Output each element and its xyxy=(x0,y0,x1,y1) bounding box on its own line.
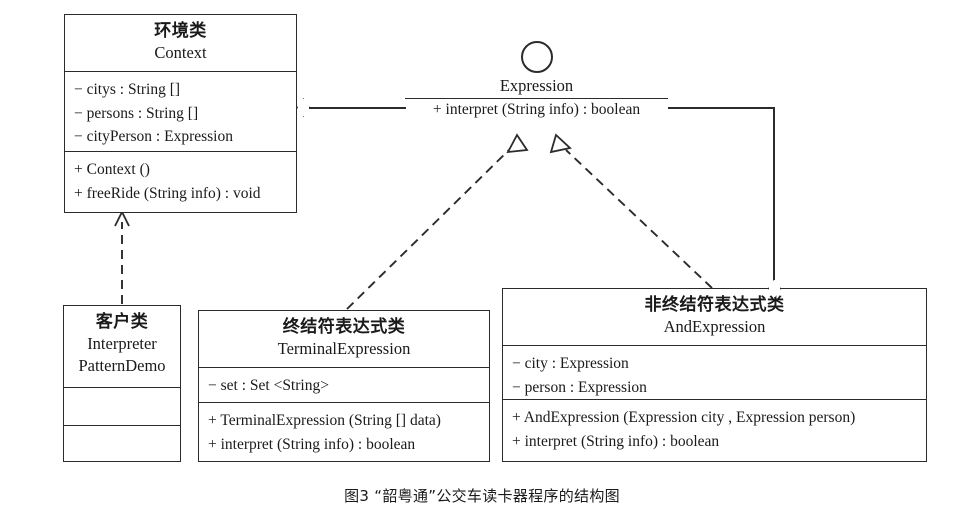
attribute-row: − persons : String [] xyxy=(74,104,199,122)
class-box-and-expression[interactable]: 非终结符表达式类 AndExpression − city : Expressi… xyxy=(502,288,927,462)
class-attributes-terminal-expression: − set : Set <String> xyxy=(199,367,489,402)
realization-dashed-line-and-expression xyxy=(565,149,713,289)
aggregation-line-context-expression xyxy=(309,107,406,109)
class-attributes-context: − citys : String [] − persons : String [… xyxy=(65,71,296,151)
figure-caption: 图3 “韶粤通”公交车读卡器程序的结构图 xyxy=(0,485,964,506)
attribute-row: − person : Expression xyxy=(512,378,647,396)
class-operations-context: + Context () + freeRide (String info) : … xyxy=(65,151,296,214)
interface-divider xyxy=(405,98,668,100)
class-attributes-and-expression: − city : Expression − person : Expressio… xyxy=(503,345,926,399)
operation-row: + interpret (String info) : boolean xyxy=(208,435,416,453)
aggregation-line-vertical-and-expression xyxy=(773,107,775,282)
class-box-interpreter-pattern-demo[interactable]: 客户类 Interpreter PatternDemo xyxy=(63,305,181,462)
class-name-cn-and-expression: 非终结符表达式类 xyxy=(644,295,785,315)
class-header-and-expression: 非终结符表达式类 AndExpression xyxy=(503,289,926,345)
realization-triangle-and-expression xyxy=(549,133,572,154)
attribute-row: − cityPerson : Expression xyxy=(74,128,233,146)
figure-caption-text: 图3 “韶粤通”公交车读卡器程序的结构图 xyxy=(344,487,620,505)
interface-operation-interpret: + interpret (String info) : boolean xyxy=(432,101,641,119)
attribute-row: − city : Expression xyxy=(512,355,629,372)
attribute-row: − citys : String [] xyxy=(74,81,181,98)
attribute-row: − set : Set <String> xyxy=(208,377,329,394)
aggregation-diamond-and-expression xyxy=(768,279,781,298)
class-header-context: 环境类 Context xyxy=(65,15,296,71)
class-name-cn-terminal-expression: 终结符表达式类 xyxy=(282,317,406,337)
operation-row: + Context () xyxy=(74,161,150,178)
class-header-interpreter-pattern-demo: 客户类 Interpreter PatternDemo xyxy=(64,306,180,387)
operation-row: + TerminalExpression (String [] data) xyxy=(208,412,441,429)
class-box-terminal-expression[interactable]: 终结符表达式类 TerminalExpression − set : Set <… xyxy=(198,310,490,462)
class-name-cn-interpreter-pattern-demo: 客户类 xyxy=(95,312,149,332)
interface-expression[interactable]: Expression + interpret (String info) : b… xyxy=(405,41,668,121)
interface-circle-icon xyxy=(520,41,553,73)
class-name-en-terminal-expression: TerminalExpression xyxy=(277,339,411,359)
class-box-context[interactable]: 环境类 Context − citys : String [] − person… xyxy=(64,14,297,213)
class-attributes-interpreter-pattern-demo xyxy=(64,387,180,425)
class-name-en-line1-interpreter-pattern-demo: Interpreter xyxy=(87,334,157,354)
class-name-en-context: Context xyxy=(154,43,207,63)
aggregation-diamond-context xyxy=(297,98,310,117)
class-name-en-line2-interpreter-pattern-demo: PatternDemo xyxy=(78,355,166,375)
class-operations-interpreter-pattern-demo xyxy=(64,425,180,463)
realization-dashed-line-terminal xyxy=(346,146,513,310)
class-name-cn-context: 环境类 xyxy=(154,21,207,41)
class-name-en-and-expression: AndExpression xyxy=(663,317,766,337)
realization-triangle-terminal xyxy=(506,133,529,154)
class-operations-and-expression: + AndExpression (Expression city , Expre… xyxy=(503,399,926,461)
interface-name-expression: Expression xyxy=(499,76,574,95)
aggregation-line-expression-right xyxy=(668,107,775,109)
class-header-terminal-expression: 终结符表达式类 TerminalExpression xyxy=(199,311,489,367)
operation-row: + AndExpression (Expression city , Expre… xyxy=(512,409,856,426)
operation-row: + interpret (String info) : boolean xyxy=(512,432,720,450)
operation-row: + freeRide (String info) : void xyxy=(74,184,261,202)
class-operations-terminal-expression: + TerminalExpression (String [] data) + … xyxy=(199,402,489,463)
